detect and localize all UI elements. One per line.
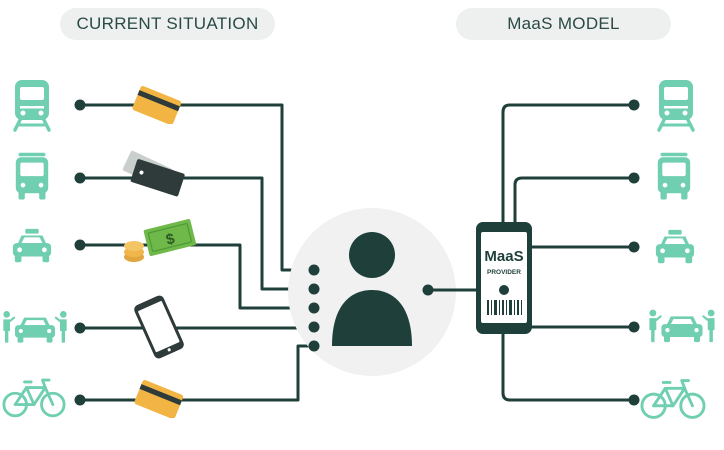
phone-title: MaaS	[484, 248, 523, 265]
bike-icon	[2, 378, 66, 418]
left-endpoints	[74, 99, 86, 406]
connector-right-train	[501, 103, 636, 227]
connector-bike-line	[78, 344, 314, 402]
car-sharing-icon	[648, 308, 716, 344]
maas-provider-phone: MaaS PROVIDER	[476, 222, 532, 334]
endpoint-dot	[628, 241, 640, 253]
train-icon	[13, 78, 51, 132]
person-output-dot	[422, 284, 434, 296]
person-input-dots	[308, 264, 320, 352]
endpoint-dot	[628, 99, 640, 111]
endpoint-dot	[74, 172, 86, 184]
person-icon	[332, 232, 412, 346]
endpoint-dot	[74, 322, 86, 334]
cash-icon: $	[124, 219, 197, 262]
endpoint-dot	[74, 394, 86, 406]
connector-right-bike	[501, 328, 636, 402]
endpoint-dot	[628, 394, 640, 406]
taxi-icon	[655, 229, 695, 264]
train-icon	[657, 78, 695, 132]
current-situation-header: CURRENT SITUATION	[60, 8, 275, 40]
connector-right-car	[513, 318, 636, 332]
tickets-icon	[122, 150, 185, 197]
endpoint-dot	[74, 239, 86, 251]
connector-right-bus	[513, 176, 636, 227]
bus-icon	[657, 152, 691, 200]
car-sharing-icon	[2, 309, 68, 344]
left-connectors	[78, 103, 314, 402]
card-icon	[133, 380, 184, 418]
connector-taxi-line	[78, 243, 314, 310]
bus-icon	[15, 152, 49, 200]
maas-model-header: MaaS MODEL	[456, 8, 671, 40]
phone-subtitle: PROVIDER	[487, 269, 521, 276]
barcode-icon	[487, 300, 522, 315]
right-endpoints	[628, 99, 640, 406]
endpoint-dot	[628, 172, 640, 184]
smartphone-icon	[134, 295, 184, 359]
endpoint-dot	[74, 99, 86, 111]
bike-icon	[640, 379, 706, 419]
card-icon	[131, 86, 182, 124]
connector-bus-line	[78, 176, 314, 291]
taxi-icon	[12, 228, 52, 263]
endpoint-dot	[628, 321, 640, 333]
